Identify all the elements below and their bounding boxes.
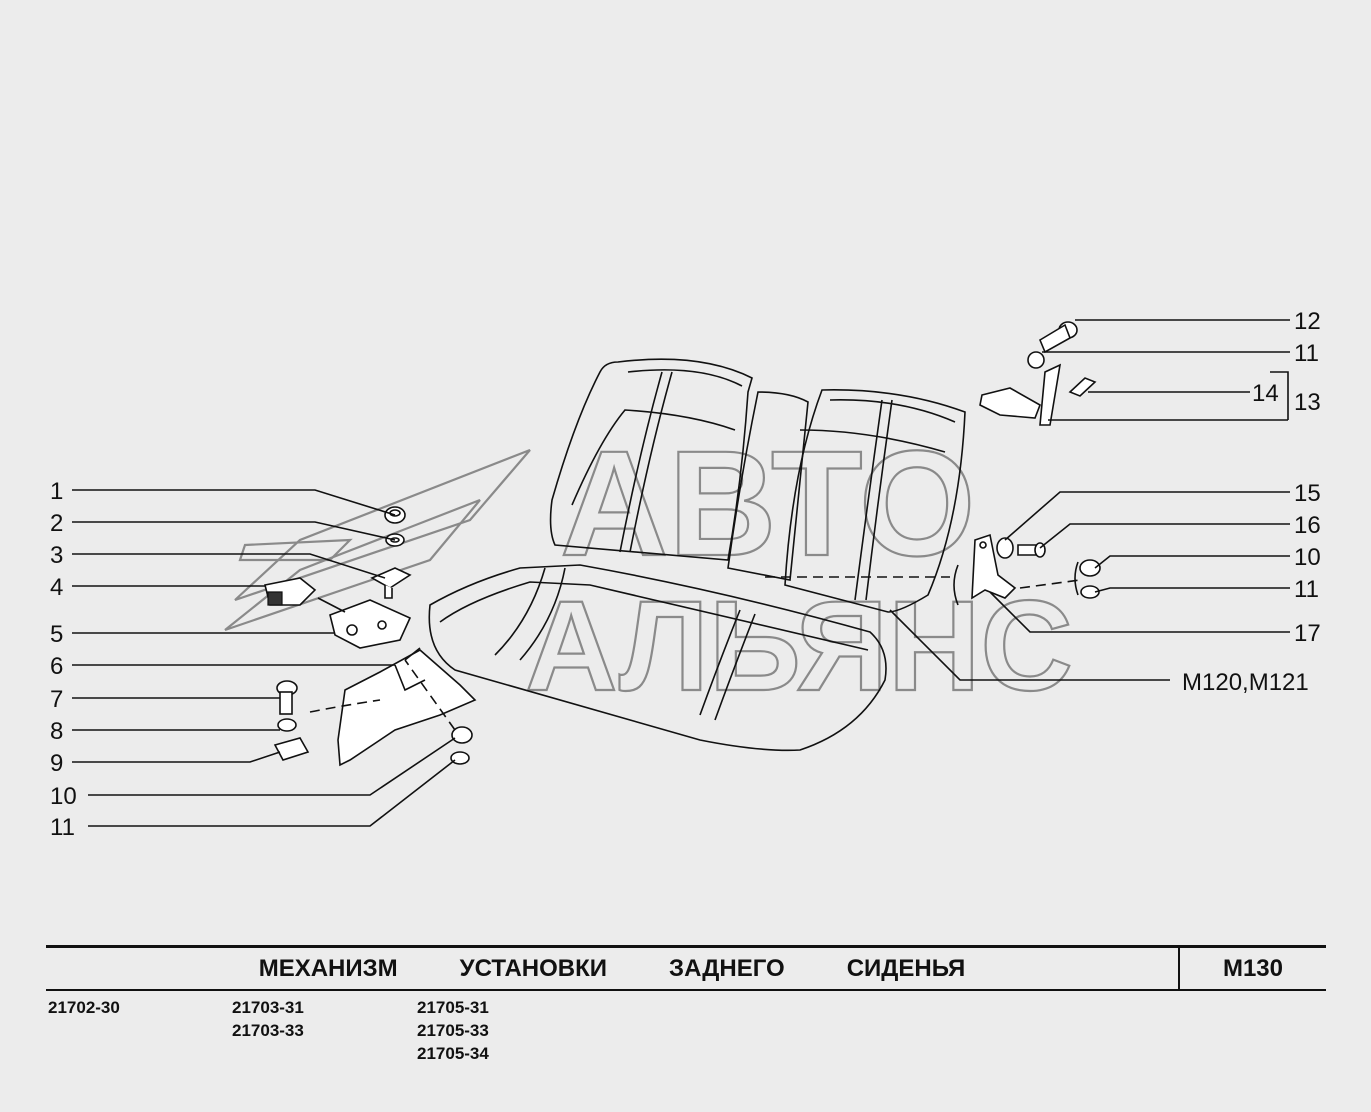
latch-13: [979, 363, 1062, 426]
callout-6: 6: [50, 653, 63, 680]
callout-10-right: 10: [1294, 544, 1321, 571]
callouts-right: 12 11 14 13 15 16 10 11 17 M120,M121: [889, 308, 1321, 696]
callout-9: 9: [50, 750, 63, 777]
callout-15: 15: [1294, 480, 1321, 507]
right-hardware: [765, 321, 1101, 606]
model-column-1: 21702-30: [48, 996, 120, 1019]
callout-5: 5: [50, 621, 63, 648]
nut-10-left: [451, 726, 473, 744]
model-column-3: 21705-31 21705-33 21705-34: [417, 996, 489, 1065]
plate-3: [370, 567, 412, 599]
callout-2: 2: [50, 510, 63, 537]
watermark: АВТО АЛЬЯНС: [224, 418, 1074, 719]
bracket-17: [971, 533, 1017, 600]
model-code: 21703-33: [232, 1021, 304, 1040]
nut-10-right: [1079, 559, 1101, 577]
model-code: 21705-34: [417, 1044, 489, 1063]
callout-10-left: 10: [50, 783, 77, 810]
washer-11-right: [1080, 585, 1100, 599]
callout-reference: M120,M121: [1182, 669, 1309, 696]
title-block-top-rule: [46, 945, 1326, 948]
callout-13: 13: [1294, 389, 1321, 416]
washer-11-left: [450, 751, 470, 765]
clip-9: [273, 737, 310, 761]
bracket-6: [337, 647, 477, 767]
callout-11-left: 11: [50, 814, 75, 841]
model-code: 21705-33: [417, 1021, 489, 1040]
title-block-divider: [1178, 945, 1180, 991]
model-code: 21702-30: [48, 998, 120, 1017]
bolt-12: [1038, 321, 1078, 354]
callout-14: 14: [1252, 380, 1279, 407]
clip-14: [1068, 377, 1097, 397]
model-code: 21705-31: [417, 998, 489, 1017]
callout-4: 4: [50, 574, 63, 601]
callout-1: 1: [50, 478, 63, 505]
model-code: 21703-31: [232, 998, 304, 1017]
rear-seat-illustration: [428, 358, 966, 752]
washer-15: [996, 537, 1014, 559]
callout-12: 12: [1294, 308, 1321, 335]
title-block: МЕХАНИЗМ УСТАНОВКИ ЗАДНЕГО СИДЕНЬЯ M130: [46, 945, 1326, 991]
page-title: МЕХАНИЗМ УСТАНОВКИ ЗАДНЕГО СИДЕНЬЯ: [258, 955, 966, 982]
callout-8: 8: [50, 718, 63, 745]
callout-17: 17: [1294, 620, 1321, 647]
page-code: M130: [1222, 955, 1284, 982]
bolt-16: [1017, 542, 1046, 558]
washer-11-top: [1027, 351, 1045, 369]
watermark-line-1: АВТО: [560, 419, 976, 587]
watermark-line-2: АЛЬЯНС: [525, 575, 1073, 718]
bolt-7: [276, 680, 298, 715]
title-block-bottom-rule: [46, 989, 1326, 991]
callout-7: 7: [50, 686, 63, 713]
callout-11-top: 11: [1294, 340, 1319, 367]
callouts-left: 1 2 3 4 5 6 7 8 9 10 11: [50, 478, 456, 841]
left-hardware: [264, 506, 477, 767]
model-column-2: 21703-31 21703-33: [232, 996, 304, 1042]
callout-11-right: 11: [1294, 576, 1319, 603]
washer-8: [277, 718, 297, 732]
callout-16: 16: [1294, 512, 1321, 539]
bracket-4: [264, 577, 317, 606]
callout-3: 3: [50, 542, 63, 569]
lock-mechanism-5: [317, 597, 412, 649]
